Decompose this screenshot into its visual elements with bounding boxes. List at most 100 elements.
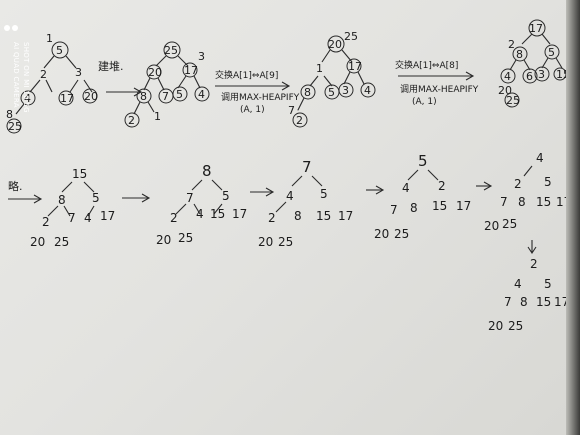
page-edge [566,0,580,435]
tree-node [300,84,316,100]
tree-node [512,46,528,62]
notebook-page: 5 1 2 3 4 17 20 8 25 建堆. 25 20 17 [0,0,566,435]
swap-note-1: 交换A[1]⇔A[9] 调用MAX-HEAPIFY (A, 1) [215,69,300,115]
tree-node-label: 17 [556,195,566,209]
tree-node-label: 25 [54,235,69,249]
tree-node-label: 25 [178,231,193,245]
tree-node-label: 2 [40,68,47,81]
handwritten-notes: 5 1 2 3 4 17 20 8 25 建堆. 25 20 17 [6,19,566,333]
build-heap-title: 建堆. [98,59,124,73]
tree-node-label: 25 [8,120,22,133]
tree-node [172,86,188,102]
tree-node-label: 20 [258,235,273,249]
tree-node-label: 25 [394,227,409,241]
tree-node-label: 8 [202,162,212,180]
tree-node-label: 15 [536,195,551,209]
tree-node-label: 7 [288,104,295,117]
tree-node-label: 20 [374,227,389,241]
tree-node-label: 7 [500,195,508,209]
tree-node [544,44,560,60]
tree-node [292,112,308,128]
tree-node-label: 7 [68,211,76,225]
tree-sort-step-5: 4 2 5 7 8 15 17 20 25 [484,151,566,233]
tree-node [124,112,140,128]
tree-node [553,67,566,81]
tree-node-label: 7 [390,203,398,217]
tree-node-label: 25 [344,30,358,43]
tree-sort-step-4: 5 4 2 7 8 15 17 20 25 [374,152,471,241]
tree-node-label: 4 [402,181,410,195]
tree-node-label: 8 [294,209,302,223]
tree-node-label: 1 [154,110,161,123]
tree-node-label: 4 [84,211,92,225]
tree-sort-step-2: 8 7 5 2 4 15 17 20 25 [156,162,247,247]
tree-node-label: 17 [554,295,566,309]
tree-after-swap-2: 17 2 8 5 4 6 3 15 20 25 [498,19,566,108]
swap-note-1-call: 调用MAX-HEAPIFY [221,92,300,103]
tree-node-label: 25 [502,217,517,231]
tree-node-label: 8 [140,90,147,103]
tree-node-label: 17 [529,22,543,35]
tree-node [136,88,152,104]
tree-node-label: 25 [506,94,520,107]
tree-node-label: 15 [316,209,331,223]
tree-node [82,88,98,104]
tree-sort-step-3: 7 4 5 2 8 15 17 20 25 [258,158,353,249]
tree-node-label: 4 [24,92,31,105]
tree-node-label: 3 [342,84,349,97]
tree-node-label: 15 [432,199,447,213]
tree-node-label: 2 [438,179,446,193]
tree-node-label: 5 [418,152,428,170]
tree-node-label: 8 [518,195,526,209]
swap-note-1-title: 交换A[1]⇔A[9] [215,69,278,81]
tree-node-label: 17 [60,92,74,105]
tree-node-label: 2 [508,38,515,51]
tree-node-label: 8 [304,86,311,99]
tree-node-label: 17 [232,207,247,221]
tree-node-label: 2 [530,257,538,271]
tree-node [20,90,36,106]
tree-node-label: 15 [556,68,566,81]
tree-node-label: 2 [170,211,178,225]
tree-node [500,68,516,84]
tree-node-label: 20 [148,66,162,79]
tree-node [58,90,74,106]
tree-node [146,64,162,80]
tree-node-label: 3 [198,50,205,63]
tree-node-label: 2 [296,114,303,127]
tree-node [522,68,538,84]
tree-node-label: 8 [520,295,528,309]
tree-node-label: 7 [162,90,169,103]
tree-initial: 5 1 2 3 4 17 20 8 25 [6,32,98,134]
tree-node-label: 15 [210,207,225,221]
tree-node-label: 7 [302,158,312,176]
tree-node [338,82,354,98]
tree-node [182,62,198,78]
tree-node-label: 8 [6,108,13,121]
tree-node-label: 7 [504,295,512,309]
tree-node-label: 15 [536,295,551,309]
tree-after-swap-1: 20 1 17 8 5 3 4 7 2 25 [288,30,376,128]
tree-node-label: 20 [84,90,98,103]
tree-node-label: 5 [548,46,555,59]
tree-node-label: 5 [56,44,63,57]
tree-node-label: 4 [286,189,294,203]
tree-node [504,92,520,108]
tree-node-label: 3 [75,66,82,79]
tree-node-label: 2 [128,114,135,127]
tree-node-label: 4 [196,207,204,221]
tree-node-label: 25 [508,319,523,333]
tree-node [346,58,362,74]
tree-node-label: 1 [46,32,53,45]
tree-node-label: 4 [364,84,371,97]
tree-node-label: 17 [338,209,353,223]
tree-node-label: 20 [488,319,503,333]
camera-logo-icon [3,18,23,31]
tree-node-label: 5 [544,277,552,291]
swap-note-2: 交换A[1]⇔A[8] 调用MAX-HEAPIFY (A, 1) [395,59,479,107]
tree-node [534,66,550,82]
tree-node-label: 7 [186,191,194,205]
tree-node [360,82,376,98]
tree-sort-step-6: 2 4 5 7 8 15 17 20 25 [488,257,566,333]
tree-node-label: 20 [484,219,499,233]
